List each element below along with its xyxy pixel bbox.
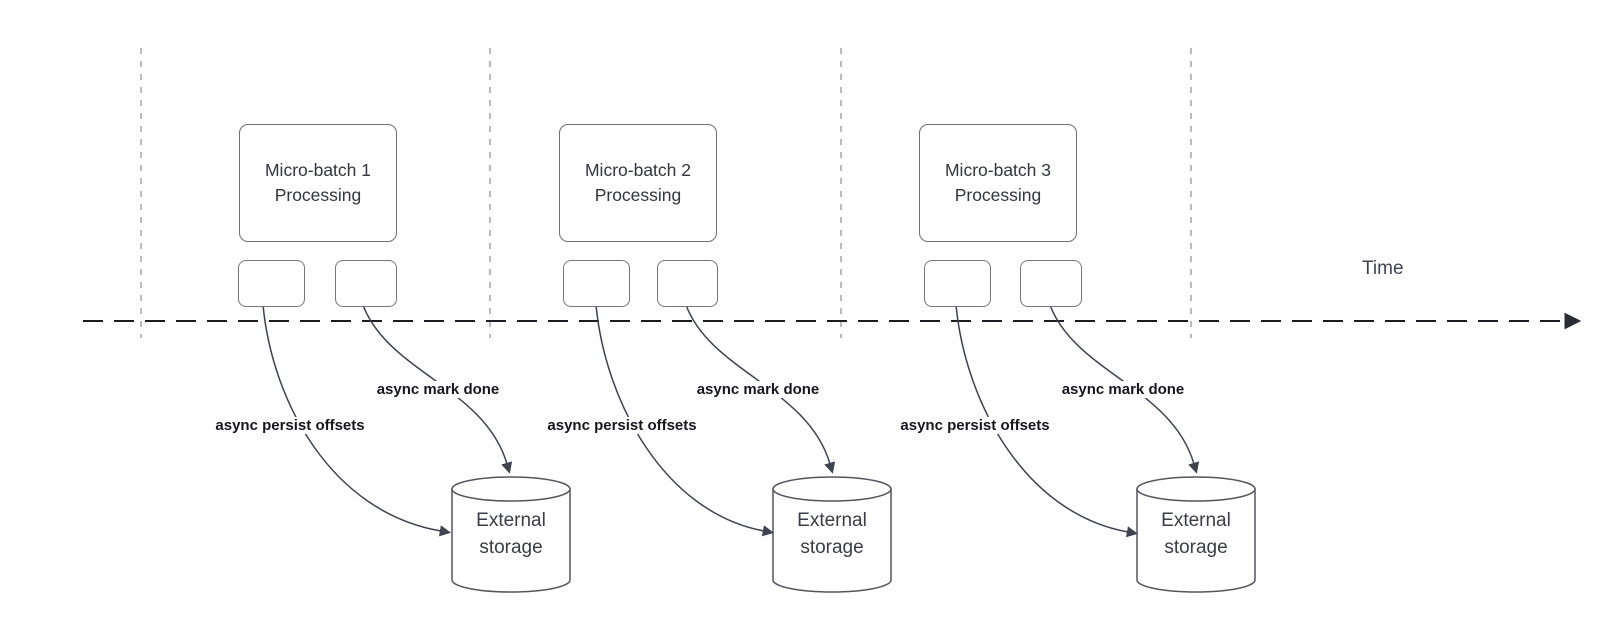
storage-cylinder-2-body — [772, 488, 892, 593]
mark-done-label-2: async mark done — [693, 381, 823, 398]
persist-offsets-label-2: async persist offsets — [544, 417, 700, 434]
mark-done-label-3: async mark done — [1058, 381, 1188, 398]
mark-done-label-1: async mark done — [373, 381, 503, 398]
storage-cylinder-2-top — [772, 476, 892, 502]
subtask-box-1b — [335, 260, 397, 307]
persist-offsets-label-1: async persist offsets — [212, 417, 368, 434]
storage-cylinder-1-body — [451, 488, 571, 593]
storage-cylinder-2 — [772, 476, 892, 593]
micro-batch-1-label: Micro-batch 1 Processing — [264, 160, 371, 205]
subtask-box-1a — [238, 260, 305, 307]
storage-label-1: External storage — [476, 510, 546, 558]
subtask-box-3b — [1020, 260, 1082, 307]
persist-offsets-arrow-1 — [262, 304, 451, 537]
micro-batch-3-label: Micro-batch 3 Processing — [944, 160, 1051, 205]
micro-batch-3-box: Micro-batch 3 Processing — [919, 124, 1077, 242]
storage-cylinder-3 — [1136, 476, 1256, 593]
micro-batch-2-box: Micro-batch 2 Processing — [559, 124, 717, 242]
storage-cylinder-1-top — [451, 476, 571, 502]
storage-cylinder-3-top — [1136, 476, 1256, 502]
storage-cylinder-3-body — [1136, 488, 1256, 593]
storage-label-3: External storage — [1161, 510, 1231, 558]
subtask-box-3a — [924, 260, 991, 307]
time-axis-label: Time — [1362, 258, 1404, 279]
storage-cylinder-1 — [451, 476, 571, 593]
subtask-box-2a — [563, 260, 630, 307]
storage-label-2: External storage — [797, 510, 867, 558]
persist-offsets-label-3: async persist offsets — [897, 417, 1053, 434]
subtask-box-2b — [657, 260, 718, 307]
micro-batch-2-label: Micro-batch 2 Processing — [584, 160, 691, 205]
micro-batch-1-box: Micro-batch 1 Processing — [239, 124, 397, 242]
persist-offsets-arrow-3 — [955, 304, 1138, 538]
persist-offsets-arrow-2 — [595, 304, 774, 537]
